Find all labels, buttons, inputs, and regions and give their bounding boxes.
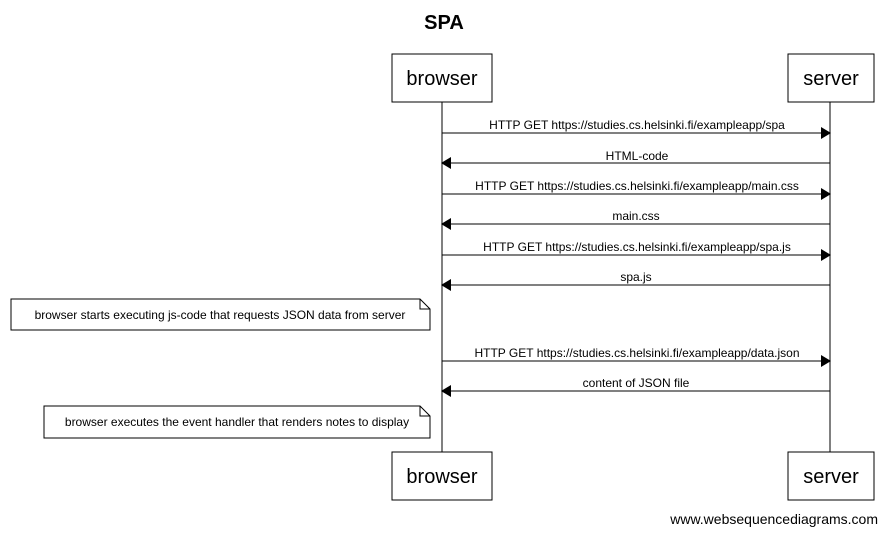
- message-6: spa.js: [441, 270, 830, 291]
- note-fold: [419, 299, 430, 310]
- note-2: browser executes the event handler that …: [43, 405, 431, 439]
- footer-watermark: www.websequencediagrams.com: [669, 511, 878, 527]
- note-1: browser starts executing js-code that re…: [10, 298, 431, 331]
- participant-box: [391, 53, 493, 103]
- message-label: content of JSON file: [583, 376, 690, 390]
- note-box: [10, 298, 431, 331]
- message-5: HTTP GET https://studies.cs.helsinki.fi/…: [442, 240, 831, 261]
- message-label: HTTP GET https://studies.cs.helsinki.fi/…: [475, 179, 799, 193]
- note-text: browser executes the event handler that …: [65, 415, 409, 429]
- participant-box: [787, 451, 875, 501]
- participant-label: server: [803, 466, 859, 488]
- diagram-title: SPA: [424, 12, 464, 34]
- participant-browser-top: browser: [391, 53, 493, 103]
- message-4: main.css: [441, 209, 830, 230]
- participant-server-top: server: [787, 53, 875, 103]
- participant-label: server: [803, 68, 859, 90]
- message-8: content of JSON file: [441, 376, 830, 397]
- participant-browser-bottom: browser: [391, 451, 493, 501]
- message-label: HTML-code: [606, 149, 669, 163]
- participant-box: [391, 451, 493, 501]
- message-2: HTML-code: [441, 149, 830, 169]
- note-box: [43, 405, 431, 439]
- participant-box: [787, 53, 875, 103]
- message-label: HTTP GET https://studies.cs.helsinki.fi/…: [474, 346, 799, 360]
- message-label: HTTP GET https://studies.cs.helsinki.fi/…: [489, 118, 785, 132]
- participant-label: browser: [406, 68, 477, 90]
- message-1: HTTP GET https://studies.cs.helsinki.fi/…: [442, 118, 831, 139]
- participant-server-bottom: server: [787, 451, 875, 501]
- message-7: HTTP GET https://studies.cs.helsinki.fi/…: [442, 346, 831, 367]
- note-fold: [419, 406, 430, 417]
- message-3: HTTP GET https://studies.cs.helsinki.fi/…: [442, 179, 831, 200]
- message-label: spa.js: [620, 270, 651, 284]
- message-label: main.css: [612, 209, 659, 223]
- message-label: HTTP GET https://studies.cs.helsinki.fi/…: [483, 240, 791, 254]
- note-text: browser starts executing js-code that re…: [35, 308, 406, 322]
- participant-label: browser: [406, 466, 477, 488]
